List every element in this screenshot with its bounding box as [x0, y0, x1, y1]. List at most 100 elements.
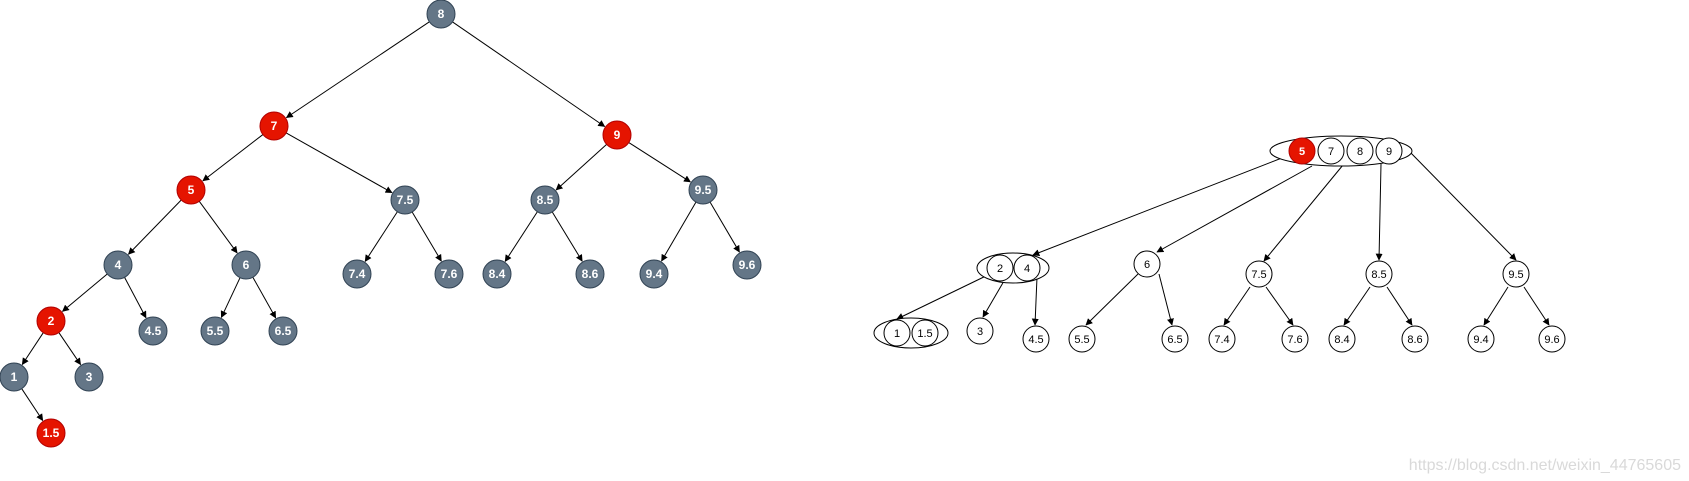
rb-node-label: 9.5 — [695, 183, 712, 197]
btree-key-circle — [986, 254, 1014, 282]
rb-node-label: 4 — [115, 258, 122, 272]
rb-node-label: 7.6 — [441, 267, 458, 281]
rb-node-circle — [0, 362, 29, 392]
rb-edge-7-to-5 — [202, 134, 264, 182]
btree-node-g45: 4.5 — [1022, 325, 1050, 353]
btree-key-circle — [1401, 325, 1429, 353]
btree-key-label: 9.4 — [1473, 334, 1488, 346]
btree-key-circle — [1133, 250, 1161, 278]
rb-edge-9-5-to-9-4 — [661, 201, 697, 262]
btree-key-circle — [1328, 325, 1356, 353]
rb-node-label: 8.5 — [537, 193, 554, 207]
btree-key-circle — [1365, 260, 1393, 288]
rb-node-label: 3 — [86, 370, 93, 384]
btree-key-circle — [911, 319, 939, 347]
rb-node-label: 8.6 — [582, 267, 599, 281]
rb-node-7-4: 7.4 — [342, 259, 372, 289]
btree-node-g84: 8.4 — [1328, 325, 1356, 353]
btree-key-circle — [1346, 137, 1374, 165]
rb-node-circle — [36, 306, 66, 336]
btree-edge-g95-to-g94 — [1483, 286, 1509, 326]
rb-node-2: 2 — [36, 306, 66, 336]
btree-edge-g24-to-g45 — [1031, 276, 1039, 326]
rb-node-1: 1 — [0, 362, 29, 392]
rb-node-label: 9.4 — [646, 267, 663, 281]
rb-node-circle — [639, 259, 669, 289]
btree-key-circle — [1288, 137, 1316, 165]
rb-node-label: 6.5 — [275, 324, 292, 338]
rb-node-7-5: 7.5 — [390, 185, 420, 215]
btree-key-label: 3 — [977, 326, 983, 338]
rb-edge-9-5-to-9-6 — [709, 201, 740, 253]
rb-node-7-6: 7.6 — [434, 259, 464, 289]
btree-node-g6: 6 — [1133, 250, 1161, 278]
btree-node-g65: 6.5 — [1161, 325, 1189, 353]
btree-key-label: 8.5 — [1371, 269, 1386, 281]
btree-key-circle — [1502, 260, 1530, 288]
rb-node-5-5: 5.5 — [200, 316, 230, 346]
btree-node-g3: 3 — [966, 317, 994, 345]
btree-node-g76: 7.6 — [1281, 325, 1309, 353]
btree-key-label: 9.5 — [1508, 269, 1523, 281]
rb-node-label: 9 — [614, 128, 621, 142]
rb-edge-9-to-8-5 — [555, 144, 607, 191]
rb-node-9-6: 9.6 — [732, 250, 762, 280]
btree-key-circle — [1013, 254, 1041, 282]
btree-key-label: 2 — [997, 263, 1003, 275]
rb-node-4-5: 4.5 — [138, 316, 168, 346]
rb-node-circle — [688, 175, 718, 205]
btree-key-label: 5.5 — [1074, 334, 1089, 346]
rb-edge-4-to-2 — [61, 273, 108, 312]
btree-key-circle — [1245, 260, 1273, 288]
btree-key-circle — [883, 319, 911, 347]
rb-node-1-5: 1.5 — [36, 418, 66, 448]
rb-node-6: 6 — [231, 250, 261, 280]
btree-key-circle — [1022, 325, 1050, 353]
btree-node-g74: 7.4 — [1208, 325, 1236, 353]
rb-node-5: 5 — [176, 175, 206, 205]
rb-edge-2-to-3 — [58, 332, 81, 366]
rb-node-9-5: 9.5 — [688, 175, 718, 205]
btree-key-label: 4.5 — [1028, 334, 1043, 346]
btree-node-g55: 5.5 — [1068, 325, 1096, 353]
rb-node-circle — [482, 259, 512, 289]
btree-key-label: 6.5 — [1167, 334, 1182, 346]
rb-edge-8-5-to-8-4 — [504, 211, 538, 263]
rb-node-circle — [268, 316, 298, 346]
btree-key-circle — [966, 317, 994, 345]
rb-node-label: 7 — [271, 119, 278, 133]
btree-key-circle — [1538, 325, 1566, 353]
btree-edges — [896, 149, 1550, 326]
btree-edge-g24-to-g115 — [896, 273, 991, 320]
red-black-tree-edges — [21, 21, 740, 422]
rb-node-6-5: 6.5 — [268, 316, 298, 346]
rb-node-label: 5.5 — [207, 324, 224, 338]
rb-node-label: 9.6 — [739, 258, 756, 272]
rb-node-label: 1 — [11, 370, 18, 384]
btree-key-circle — [1375, 137, 1403, 165]
rb-edge-5-to-4 — [127, 199, 182, 255]
btree-key-circle — [1281, 325, 1309, 353]
rb-node-circle — [103, 250, 133, 280]
rb-node-circle — [36, 418, 66, 448]
btree-key-label: 6 — [1144, 259, 1150, 271]
rb-node-label: 6 — [243, 258, 250, 272]
rb-node-circle — [530, 185, 560, 215]
btree-key-label: 1 — [894, 328, 900, 340]
btree-key-label: 7.5 — [1251, 269, 1266, 281]
btree-edge-g95-to-g96 — [1523, 286, 1550, 326]
btree-key-label: 8.4 — [1334, 334, 1349, 346]
rb-node-circle — [138, 316, 168, 346]
btree-edge-g6-to-g55 — [1085, 273, 1139, 326]
btree-key-label: 4 — [1024, 263, 1030, 275]
rb-node-circle — [342, 259, 372, 289]
rb-node-label: 5 — [188, 183, 195, 197]
rb-node-7: 7 — [259, 111, 289, 141]
rb-edge-9-to-9-5 — [628, 142, 691, 183]
btree-key-label: 8 — [1357, 146, 1363, 158]
btree-key-label: 7 — [1328, 146, 1334, 158]
btree-node-g96: 9.6 — [1538, 325, 1566, 353]
